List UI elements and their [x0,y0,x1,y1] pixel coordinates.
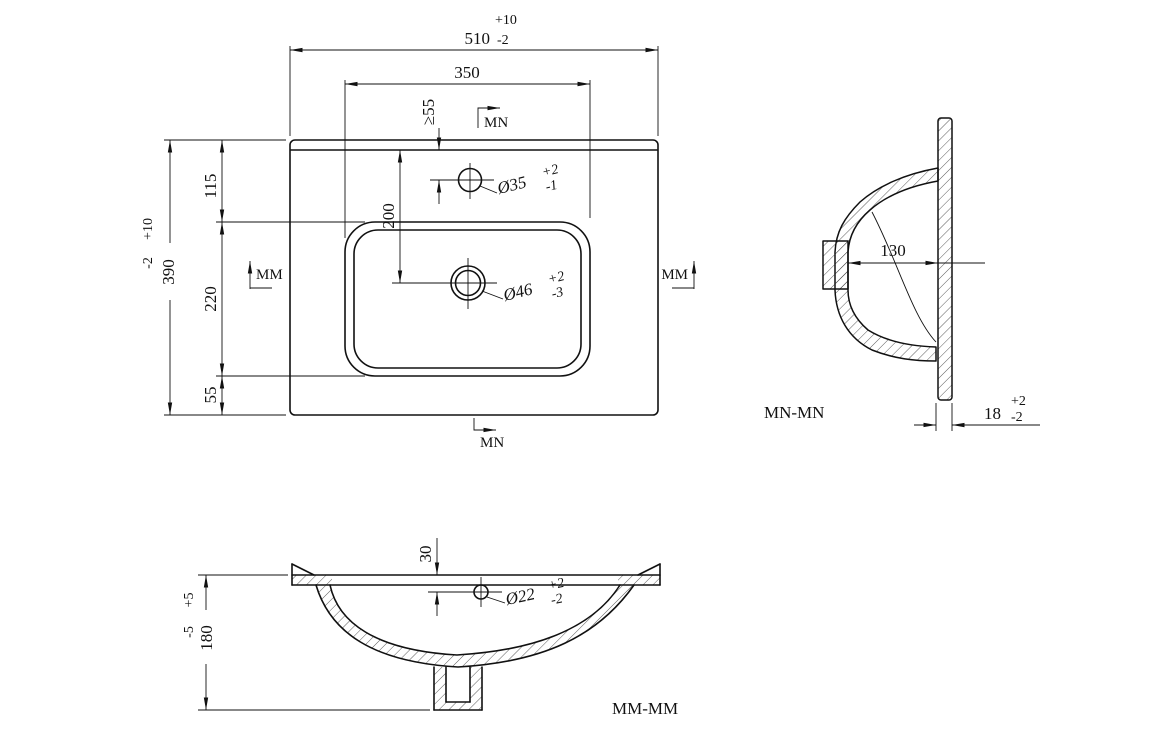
side-section-view: 130 18 +2 -2 MN-MN [764,117,1040,431]
front-height-value: 180 [197,625,216,651]
section-marker-mm-right: MM [661,261,697,289]
bowl-inner-rim [353,229,582,369]
overflow-dia-value: Ø22 [503,584,537,609]
side-edge-tol-plus: +2 [1011,394,1026,409]
plan-height-value: 390 [159,259,178,285]
overflow-tol-minus: -2 [550,591,565,608]
bowl-wall-hatch [316,585,634,667]
plan-width-tol-plus: +10 [495,13,517,28]
side-edge-tol-minus: -2 [1011,410,1023,425]
section-mn-bottom-label: MN [480,435,504,451]
dim-tap-drain-200: 200 [379,150,403,283]
plan-tap-min-value: ≥55 [419,99,438,125]
drain-hole-label: Ø46 +2 -3 [481,269,566,305]
drain-outlet-section [433,666,483,711]
dim-overflow-offset-30: 30 [416,538,440,616]
plan-width-tol-minus: -2 [497,33,509,48]
side-depth-value: 130 [880,241,906,260]
basin-outer-edge [289,139,659,416]
dim-tap-min-offset: ≥55 [419,99,442,204]
basin-wall-section [834,167,939,362]
dim-height-180: 180 +5 -5 [182,574,430,711]
plan-width-value: 510 [465,29,491,48]
rim-section-hatch [292,575,660,585]
drain-dia-value: Ø46 [500,279,534,305]
front-height-tol-minus: -5 [182,626,197,638]
section-mm-right-label: MM [661,267,688,283]
plan-height-tol-plus: +10 [141,218,156,240]
front-overflow-offset-value: 30 [416,546,435,563]
dim-edge-18: 18 +2 -2 [914,394,1040,431]
section-mn-top-label: MN [484,115,508,131]
plan-front-offset-value: 55 [201,387,220,404]
front-height-tol-plus: +5 [182,593,197,608]
bowl-outer-rim [344,221,591,377]
dim-inner-width-350: 350 [344,63,591,238]
plan-inner-width-value: 350 [454,63,480,82]
tap-hole-label: Ø35 +2 -1 [479,162,560,198]
plan-back-offset-value: 115 [201,174,220,199]
plan-tap-drain-value: 200 [379,203,398,229]
section-mm-left-label: MM [256,267,283,283]
bowl-outer-curve [315,584,635,668]
front-section-label: MM-MM [612,699,678,718]
bowl-silhouette-line [871,211,937,343]
overflow-channel-section [822,240,849,290]
overflow-hole: Ø22 +2 -2 [428,576,566,609]
dim-height-390: 390 +10 -2 [141,139,286,416]
plan-height-tol-minus: -2 [141,257,156,269]
plan-view: 510 +10 -2 350 390 +10 -2 [141,13,697,451]
section-marker-mn-top: MN [477,105,508,131]
tap-dia-value: Ø35 [494,172,528,198]
section-marker-mn-bottom: MN [473,418,504,451]
back-wall-section [937,117,953,401]
rim-outline [291,563,661,586]
tap-tol-minus: -1 [544,178,559,195]
front-section-view: Ø22 +2 -2 30 180 +5 -5 MM-MM [182,538,678,718]
dim-width-510: 510 +10 -2 [289,13,659,136]
section-marker-mm-left: MM [247,261,283,289]
bowl-inner-curve [329,584,621,656]
overflow-tol-plus: +2 [547,576,566,594]
plan-bowl-depth-value: 220 [201,286,220,312]
side-edge-value: 18 [984,404,1001,423]
dim-depth-130: 130 [848,241,985,266]
tap-tol-plus: +2 [540,162,560,181]
drain-tol-plus: +2 [546,269,566,288]
side-section-label: MN-MN [764,403,824,422]
dim-chain-left: 115 220 55 [201,140,365,415]
drain-tol-minus: -3 [550,285,565,302]
